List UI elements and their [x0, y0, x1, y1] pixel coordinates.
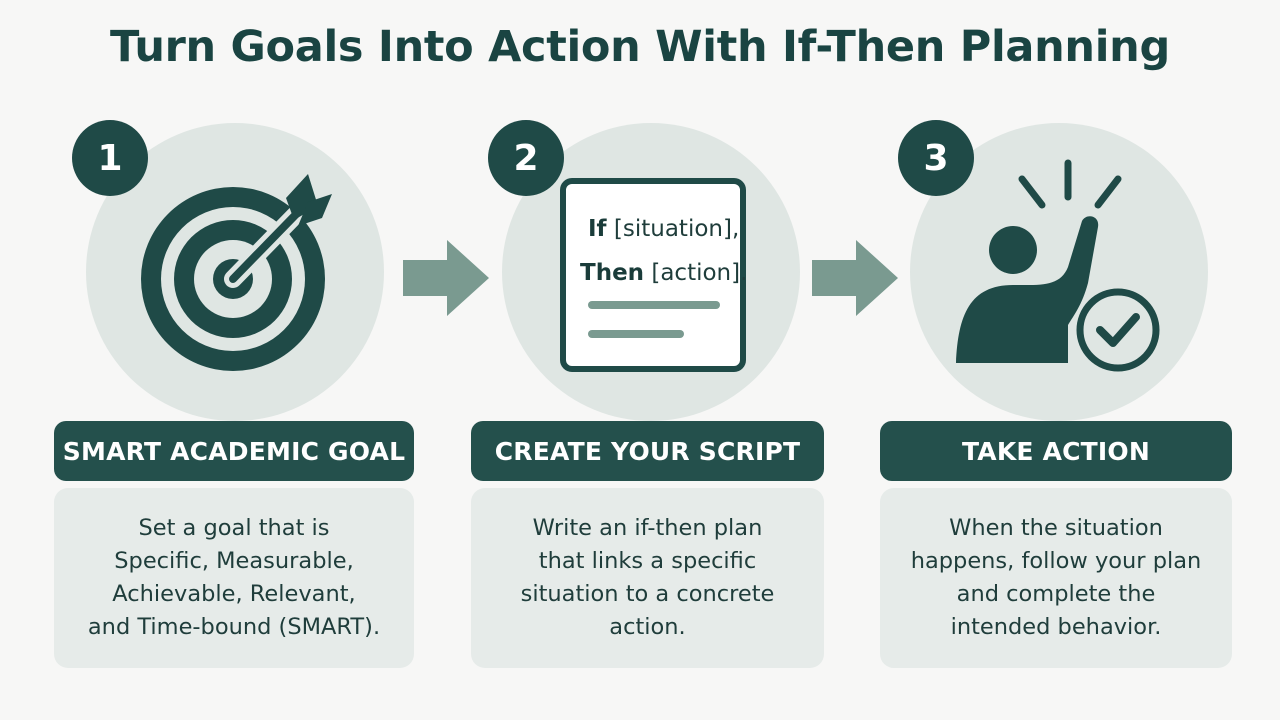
step-2-description: Write an if-then plan that links a speci…	[471, 488, 824, 668]
arrow-right-icon	[812, 240, 898, 316]
step-1-description: Set a goal that is Specific, Measurable,…	[54, 488, 414, 668]
step-1-badge: 1	[72, 120, 148, 196]
step-3-desc-line: When the situation	[949, 515, 1163, 541]
step-2-header: CREATE YOUR SCRIPT	[471, 421, 824, 481]
step-2-badge: 2	[488, 120, 564, 196]
step-1-desc-line: Specific, Measurable,	[114, 548, 354, 574]
then-line: Then [action].	[580, 260, 747, 286]
person-celebrating-check-icon	[956, 159, 1161, 373]
if-text: [situation],	[613, 216, 740, 242]
then-text: [action].	[651, 260, 748, 286]
step-1-desc-line: Set a goal that is	[138, 515, 330, 541]
step-3-description: When the situation happens, follow your …	[880, 488, 1232, 668]
step-1-header: SMART ACADEMIC GOAL	[54, 421, 414, 481]
step-1-desc-line: Achievable, Relevant,	[112, 581, 356, 607]
step-3-desc-line: intended behavior.	[950, 614, 1162, 640]
step-2-desc-line: action.	[609, 614, 686, 640]
script-card-icon: If [situation], Then [action].	[560, 178, 747, 372]
step-2-desc-line: that links a specific	[538, 548, 757, 574]
if-keyword: If	[588, 216, 607, 242]
page-title: Turn Goals Into Action With If-Then Plan…	[110, 22, 1170, 72]
if-line: If [situation],	[588, 216, 739, 242]
step-3-badge: 3	[898, 120, 974, 196]
step-3-desc-line: and complete the	[956, 581, 1156, 607]
step-3-header: TAKE ACTION	[880, 421, 1232, 481]
target-icon	[141, 174, 332, 371]
step-2-desc-line: Write an if-then plan	[532, 515, 763, 541]
arrow-right-icon	[403, 240, 489, 316]
placeholder-line	[588, 330, 684, 338]
step-2-desc-line: situation to a concrete	[520, 581, 775, 607]
step-1-desc-line: and Time-bound (SMART).	[87, 614, 381, 640]
then-keyword: Then	[580, 260, 645, 286]
step-3-desc-line: happens, follow your plan	[910, 548, 1202, 574]
placeholder-line	[588, 301, 720, 309]
